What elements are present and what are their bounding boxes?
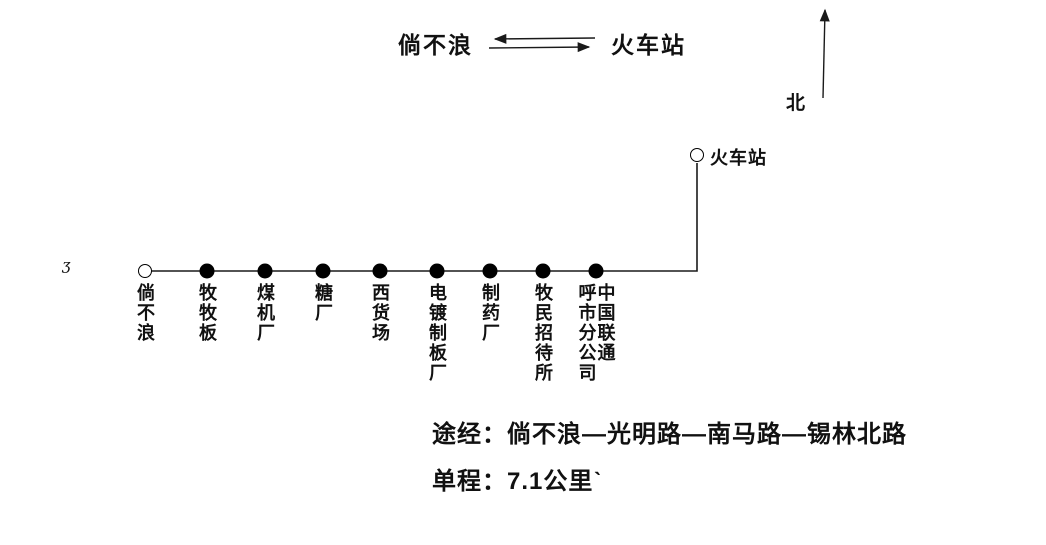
stop-label: 倘不浪	[135, 283, 155, 343]
route-title: 倘不浪 火车站	[398, 26, 686, 60]
stop-label: 牧牧板	[197, 283, 217, 343]
terminal-station-label: 火车站	[710, 148, 767, 168]
stop-label: 牧民招待所	[533, 283, 553, 383]
stop-dot-icon	[257, 263, 273, 279]
stop-dot-icon	[588, 263, 604, 279]
north-arrow-icon	[819, 8, 830, 99]
stop-label: 中国联通呼市分公司	[576, 283, 616, 383]
stop-dot-icon	[315, 263, 331, 279]
compass: 北	[786, 2, 846, 122]
stop-label: 西货场	[370, 283, 390, 343]
stop-label: 电镀制板厂	[427, 283, 447, 383]
terminal-circle-icon	[690, 148, 704, 162]
stop-dot-icon	[535, 263, 551, 279]
stop-dot-icon	[199, 263, 215, 279]
north-label: 北	[786, 93, 806, 114]
stop-label: 糖厂	[313, 283, 333, 323]
stop-dot-icon	[429, 263, 445, 279]
route-info: 途经：倘不浪—光明路—南马路—锡林北路 单程：7.1公里ˋ	[432, 414, 907, 496]
route-title-from: 倘不浪	[398, 32, 473, 58]
terminal-circle-icon	[138, 264, 152, 278]
stop-dot-icon	[482, 263, 498, 279]
double-arrow-icon	[488, 33, 596, 53]
distance-line: 单程：7.1公里ˋ	[432, 468, 603, 495]
stray-mark: ʒ	[62, 256, 71, 274]
via-line: 途经：倘不浪—光明路—南马路—锡林北路	[432, 421, 907, 448]
stop-label: 制药厂	[480, 283, 500, 343]
route-title-to: 火车站	[611, 32, 686, 58]
stop-dot-icon	[372, 263, 388, 279]
stop-label: 煤机厂	[255, 283, 275, 343]
